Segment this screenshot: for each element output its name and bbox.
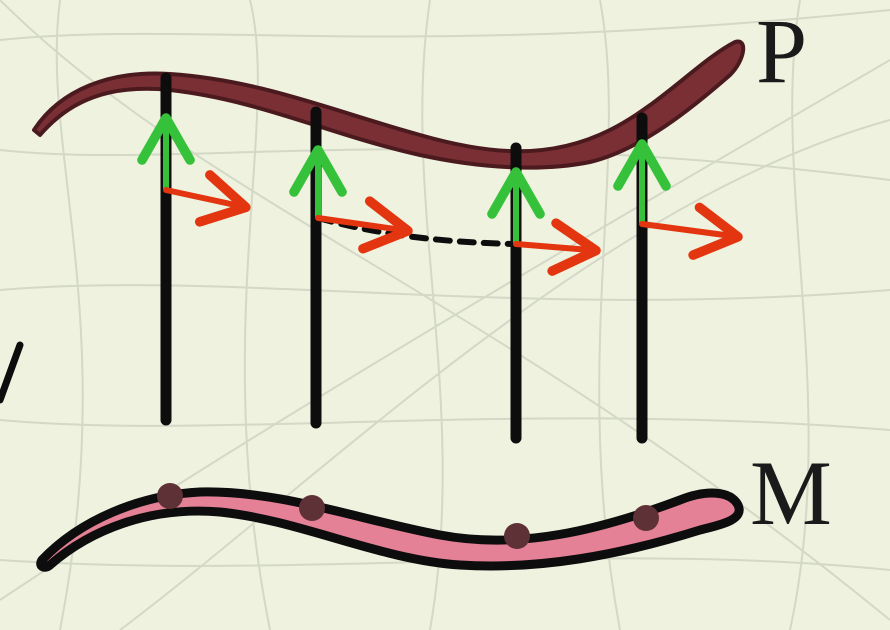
left-edge-stroke bbox=[0, 345, 20, 400]
right-arrow-icon bbox=[516, 244, 590, 250]
right-arrow-icon bbox=[166, 190, 240, 206]
lower-curve bbox=[41, 492, 739, 567]
base-point-4 bbox=[633, 505, 659, 531]
base-point-3 bbox=[504, 523, 530, 549]
upper-curve-label: P bbox=[756, 0, 807, 102]
base-point-1 bbox=[157, 483, 183, 509]
right-arrow-icon bbox=[642, 224, 732, 236]
lower-curve-label: M bbox=[750, 442, 832, 544]
base-point-2 bbox=[299, 495, 325, 521]
